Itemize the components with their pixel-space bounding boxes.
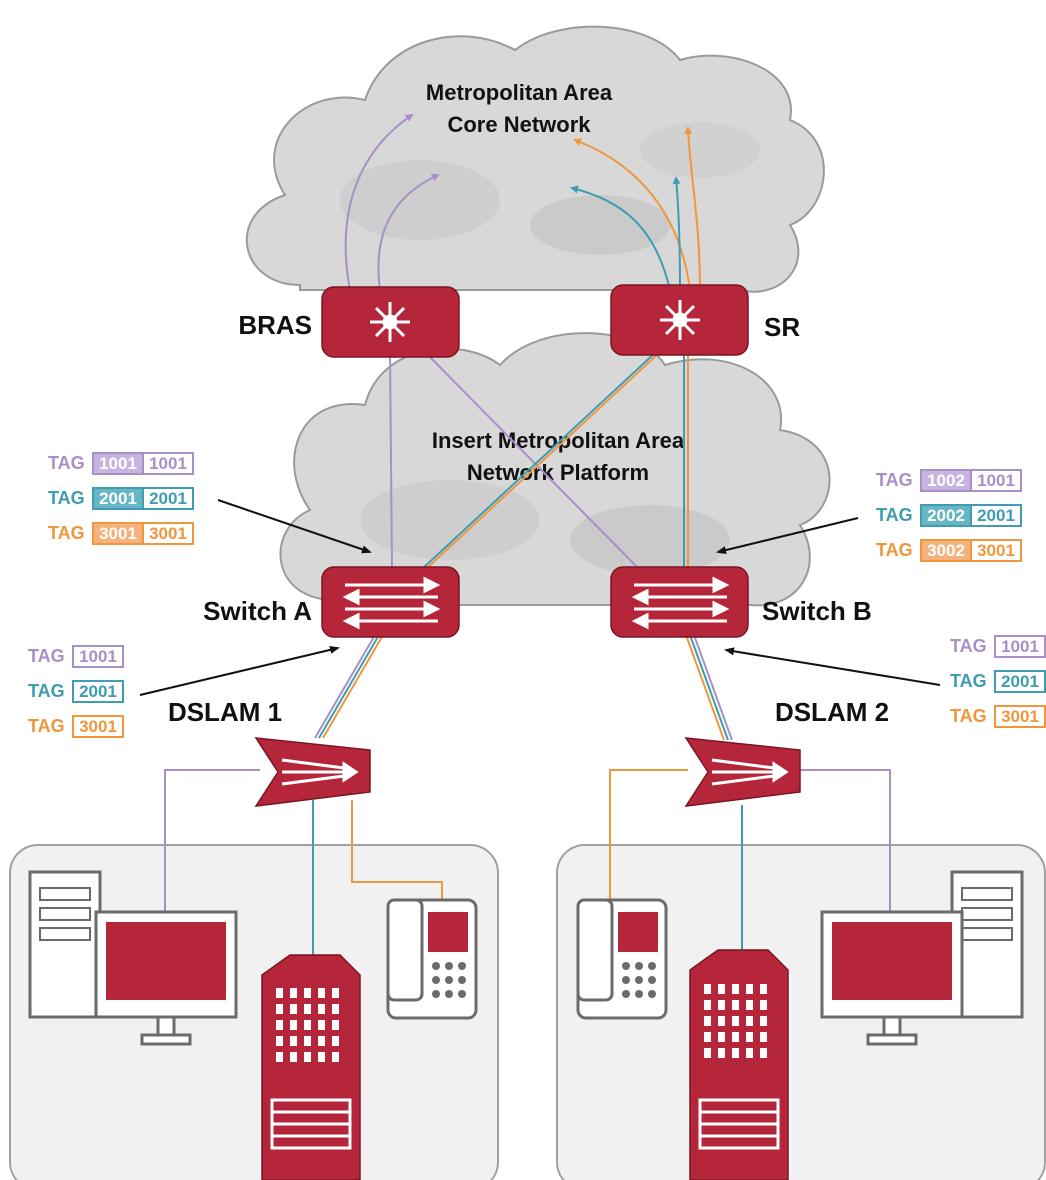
tag-value-box xyxy=(970,469,1022,492)
tag-value-box xyxy=(142,487,194,510)
core-cloud-title-line2: Core Network xyxy=(447,112,591,137)
core-cloud-title-line1: Metropolitan Area xyxy=(426,80,613,105)
ip-phone-icon xyxy=(576,898,668,1020)
tag-word: TAG xyxy=(876,470,913,490)
dslam-1: DSLAM 1 xyxy=(168,697,371,807)
tag-word: TAG xyxy=(950,706,987,726)
tag-row: TAG 3002 3001 xyxy=(876,539,1022,562)
sr-label: SR xyxy=(764,312,800,342)
tag-word: TAG xyxy=(28,681,65,701)
tag-value-box xyxy=(994,670,1046,693)
tag-word: TAG xyxy=(48,488,85,508)
tag-value: 2001 xyxy=(977,506,1015,525)
tag-row: TAG 2001 xyxy=(28,680,124,703)
dslam-2-label: DSLAM 2 xyxy=(775,697,889,727)
tag-value: 3002 xyxy=(927,541,965,560)
tag-word: TAG xyxy=(28,646,65,666)
switch-a-label: Switch A xyxy=(203,596,312,626)
tag-word: TAG xyxy=(876,540,913,560)
tag-row: TAG 2002 2001 xyxy=(876,504,1022,527)
tag-word: TAG xyxy=(950,636,987,656)
tag-value: 1001 xyxy=(149,454,187,473)
tag-word: TAG xyxy=(48,453,85,473)
tag-value: 2001 xyxy=(149,489,187,508)
pc-icon xyxy=(28,870,238,1046)
tag-value-box xyxy=(994,705,1046,728)
tag-value: 1002 xyxy=(927,471,965,490)
ip-phone-icon xyxy=(386,898,478,1020)
tag-value-box xyxy=(970,504,1022,527)
tag-row: TAG 1001 xyxy=(28,645,124,668)
tag-value: 2001 xyxy=(1001,672,1039,691)
router-icon xyxy=(660,300,700,340)
tag-value: 1001 xyxy=(79,647,117,666)
tag-value-box xyxy=(72,680,124,703)
tag-value: 2002 xyxy=(927,506,965,525)
tag-row: TAG 3001 3001 xyxy=(48,522,194,545)
tag-value: 2001 xyxy=(79,682,117,701)
tag-row: TAG 1002 1001 xyxy=(876,469,1022,492)
core-network-cloud: Metropolitan Area Core Network xyxy=(245,25,825,293)
platform-cloud-title-line1: Insert Metropolitan Area xyxy=(432,428,685,453)
tag-value: 2001 xyxy=(99,489,137,508)
tag-row: TAG 3001 xyxy=(28,715,124,738)
tag-value: 3001 xyxy=(977,541,1015,560)
tag-value-box xyxy=(142,522,194,545)
iptv-server-icon xyxy=(261,954,361,1180)
tag-value: 3001 xyxy=(149,524,187,543)
dslam-icon xyxy=(281,758,359,786)
tag-value: 1001 xyxy=(1001,637,1039,656)
switch-icon xyxy=(631,576,730,630)
router-icon xyxy=(370,302,410,342)
tag-value-box xyxy=(142,452,194,475)
dslam-icon xyxy=(711,758,789,786)
tag-row: TAG 2001 xyxy=(950,670,1046,693)
platform-network-cloud: Insert Metropolitan Area Network Platfor… xyxy=(279,332,831,607)
tag-value: 3001 xyxy=(99,524,137,543)
bras-label: BRAS xyxy=(238,310,312,340)
tag-word: TAG xyxy=(950,671,987,691)
tag-pointer-arrows xyxy=(139,499,941,696)
tag-value: 3001 xyxy=(1001,707,1039,726)
tag-row: TAG 1001 xyxy=(950,635,1046,658)
service-links xyxy=(164,113,891,960)
tag-value-box xyxy=(970,539,1022,562)
sr-router: SR xyxy=(610,284,800,356)
tag-word: TAG xyxy=(48,523,85,543)
tag-row: TAG 1001 1001 xyxy=(48,452,194,475)
tag-value: 1001 xyxy=(99,454,137,473)
dslam-1-label: DSLAM 1 xyxy=(168,697,282,727)
pc-icon xyxy=(820,870,1024,1046)
switch-b-label: Switch B xyxy=(762,596,872,626)
platform-cloud-title-line2: Network Platform xyxy=(467,460,649,485)
bras-router: BRAS xyxy=(238,286,460,358)
tag-row: TAG 3001 xyxy=(950,705,1046,728)
tag-value-box xyxy=(72,645,124,668)
iptv-server-icon xyxy=(689,949,789,1180)
tag-value-box xyxy=(72,715,124,738)
switch-b: Switch B xyxy=(610,566,872,638)
tag-value: 1001 xyxy=(977,471,1015,490)
switch-icon xyxy=(342,576,441,630)
tag-word: TAG xyxy=(876,505,913,525)
tag-row: TAG 2001 2001 xyxy=(48,487,194,510)
tag-word: TAG xyxy=(28,716,65,736)
tag-value: 3001 xyxy=(79,717,117,736)
switch-a: Switch A xyxy=(203,566,460,638)
dslam-2: DSLAM 2 xyxy=(684,697,889,807)
tag-value-box xyxy=(994,635,1046,658)
